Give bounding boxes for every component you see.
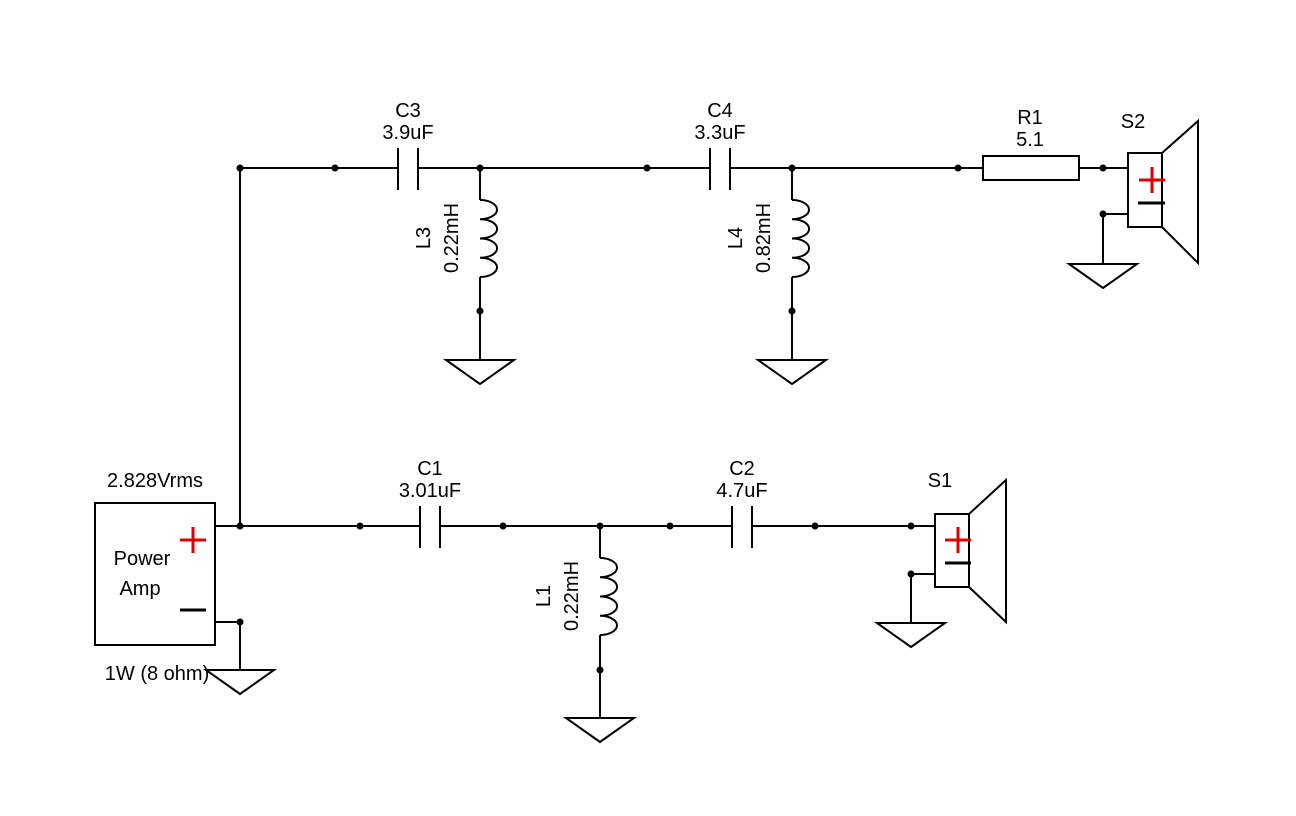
c1-value-label: 3.01uF	[399, 480, 461, 502]
capacitor-c4: C4 3.3uF	[694, 100, 746, 190]
resistor-r1: R1 5.1	[982, 107, 1080, 181]
wiring	[215, 167, 1128, 718]
amp-name-line1: Power	[114, 548, 171, 570]
c4-ref-label: C4	[707, 100, 733, 122]
ground-icon	[1065, 263, 1141, 290]
amp-voltage-label: 2.828Vrms	[107, 470, 203, 492]
c3-ref-label: C3	[395, 100, 421, 122]
amp-name-line2: Amp	[119, 578, 160, 600]
ground-icon	[202, 669, 278, 696]
c4-value-label: 3.3uF	[694, 122, 745, 144]
c3-value-label: 3.9uF	[382, 122, 433, 144]
l4-value-label: 0.82mH	[753, 203, 775, 273]
ground-icon	[873, 622, 949, 649]
inductor-l4: L4 0.82mH	[725, 199, 811, 278]
speaker-s1: S1	[928, 470, 1007, 625]
r1-value-label: 5.1	[1016, 129, 1044, 151]
power-amp: 2.828Vrms Power Amp 1W (8 ohm)	[94, 470, 216, 685]
s1-ref-label: S1	[928, 470, 952, 492]
inductor-l1: L1 0.22mH	[533, 557, 619, 636]
s2-ref-label: S2	[1121, 111, 1145, 133]
capacitor-c2: C2 4.7uF	[716, 458, 768, 548]
amp-rating-label: 1W (8 ohm)	[105, 663, 209, 685]
ground-icon	[442, 359, 518, 386]
capacitor-c3: C3 3.9uF	[382, 100, 434, 190]
capacitor-c1: C1 3.01uF	[399, 458, 461, 548]
l4-ref-label: L4	[725, 227, 747, 249]
l3-value-label: 0.22mH	[441, 203, 463, 273]
ground-icon	[562, 717, 638, 744]
junction-nodes	[236, 164, 1107, 674]
ground-icon	[754, 359, 830, 386]
c2-value-label: 4.7uF	[716, 480, 767, 502]
r1-ref-label: R1	[1017, 107, 1043, 129]
inductor-l3: L3 0.22mH	[413, 199, 499, 278]
c2-ref-label: C2	[729, 458, 755, 480]
l3-ref-label: L3	[413, 227, 435, 249]
speaker-s2: S2	[1121, 111, 1199, 266]
l1-value-label: 0.22mH	[561, 561, 583, 631]
l1-ref-label: L1	[533, 585, 555, 607]
c1-ref-label: C1	[417, 458, 443, 480]
